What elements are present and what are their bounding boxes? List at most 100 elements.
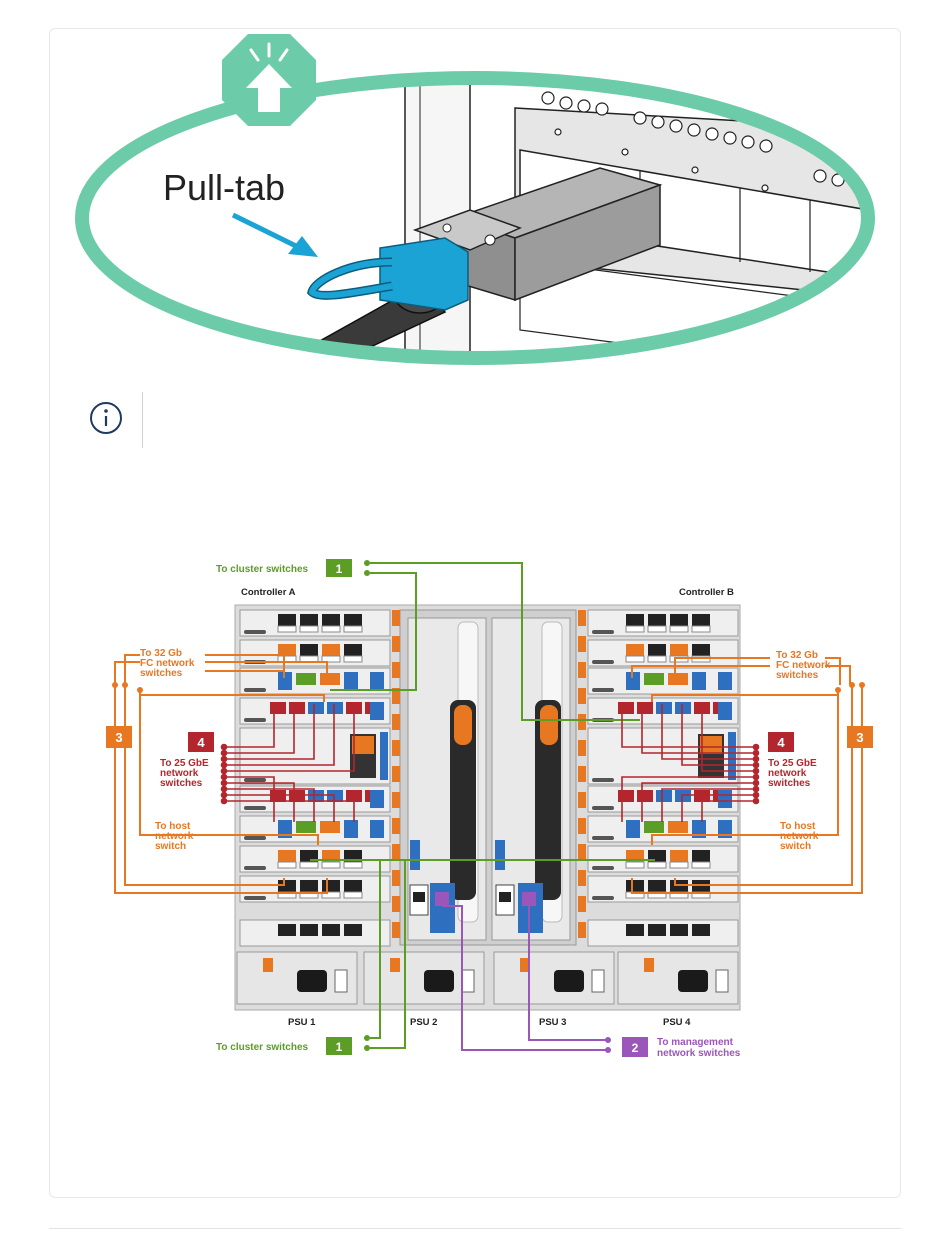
- psu-switch-2[interactable]: [461, 969, 475, 993]
- slot-tag-a-12: [392, 922, 400, 938]
- b-port-1-0: [626, 644, 644, 656]
- psu-inlet-2: [424, 970, 454, 992]
- b-port-label-0-1: [647, 625, 667, 633]
- red-left-cable-1: [224, 704, 295, 754]
- b-green-port-b-6: [668, 821, 688, 833]
- badge-4-left: [188, 732, 214, 752]
- a-port-1-1: [300, 644, 318, 656]
- a-bottom-port-3: [344, 924, 362, 936]
- slot-tag-b-5: [578, 740, 586, 756]
- psu-handle-2[interactable]: [390, 958, 400, 972]
- b-green-port-a-6: [644, 821, 664, 833]
- a-port-label-0-3: [343, 625, 363, 633]
- red-right-cable-5: [621, 776, 756, 822]
- a-port-label-8-3: [343, 891, 363, 899]
- b-port-label-0-2: [669, 625, 689, 633]
- content-card: [49, 28, 901, 1198]
- b-bottom-port-2: [670, 924, 688, 936]
- b-port-label-1-1: [647, 655, 667, 663]
- b-red-port-3-1: [637, 702, 653, 714]
- psu-switch-4[interactable]: [715, 969, 729, 993]
- psu-inlet-1: [297, 970, 327, 992]
- slot-tag-a-2: [392, 662, 400, 678]
- psu3-label: PSU 3: [539, 1017, 566, 1028]
- red-right-cable-7: [661, 788, 756, 822]
- b-blue-r-3: [718, 702, 732, 720]
- a-port-7-0: [278, 850, 296, 862]
- a-port-1-3: [344, 644, 362, 656]
- slot-tag-b-7: [578, 792, 586, 808]
- b-port-1-3: [692, 644, 710, 656]
- gbe-right-line3: switches: [768, 778, 811, 789]
- red-left-cable-2: [224, 704, 315, 760]
- a-io-latch-3: [244, 718, 266, 722]
- a-red-port-5-1: [289, 790, 305, 802]
- red-right-cable-1: [641, 704, 756, 754]
- b-dark-module-strip: [728, 732, 736, 780]
- footer-divider: [49, 1228, 901, 1229]
- a-red-port-3-1: [289, 702, 305, 714]
- a-port-label-7-0: [277, 861, 297, 869]
- badge-3-right-text: 3: [856, 730, 863, 745]
- psu2-label: PSU 2: [410, 1017, 437, 1028]
- a-blue-r-3: [370, 702, 384, 720]
- a-red-port-3-0: [270, 702, 286, 714]
- b-blue2-6: [692, 820, 706, 838]
- latch-handle-b[interactable]: [540, 705, 558, 745]
- a-port-0-2: [322, 614, 340, 626]
- gbe-left-line2: network: [160, 768, 199, 779]
- slot-tag-a-7: [392, 792, 400, 808]
- slot-tag-a-6: [392, 766, 400, 782]
- a-port-label-0-2: [321, 625, 341, 633]
- info-circle-icon: [90, 402, 122, 434]
- a-blue2-6: [344, 820, 358, 838]
- b-io-latch-2: [592, 688, 614, 692]
- badge-3-left-text: 3: [115, 730, 122, 745]
- mgmt-line2: network switches: [657, 1048, 741, 1059]
- a-blue-6: [278, 820, 292, 838]
- b-port-7-3: [692, 850, 710, 862]
- a-port-8-2: [322, 880, 340, 892]
- psu4-label: PSU 4: [663, 1017, 691, 1028]
- b-port-1-2: [670, 644, 688, 656]
- a-blue-2: [278, 672, 292, 690]
- b-io-latch-4: [592, 778, 614, 782]
- a-red-port-5-2: [308, 790, 324, 802]
- a-io-latch-2: [244, 688, 266, 692]
- a-green-port-b-2: [320, 673, 340, 685]
- psu-handle-3[interactable]: [520, 958, 530, 972]
- slot-tag-a-5: [392, 740, 400, 756]
- b-red-port-5-1: [637, 790, 653, 802]
- psu-handle-1[interactable]: [263, 958, 273, 972]
- cluster-switches-bottom-label: To cluster switches: [216, 1042, 309, 1053]
- fc-left-line3: switches: [140, 668, 183, 679]
- slot-tag-b-3: [578, 688, 586, 704]
- latch-handle-a[interactable]: [454, 705, 472, 745]
- b-red-port-5-3: [675, 790, 691, 802]
- psu-switch-1[interactable]: [334, 969, 348, 993]
- a-red-port-3-2: [308, 702, 324, 714]
- pull-tab-label: Pull-tab: [163, 167, 285, 208]
- red-left-cable-8: [224, 794, 335, 822]
- red-right-cable-9: [701, 800, 756, 822]
- badge-4-right-text: 4: [777, 735, 785, 750]
- b-io-latch-5: [592, 806, 614, 810]
- a-port-label-1-3: [343, 655, 363, 663]
- a-port-label-7-2: [321, 861, 341, 869]
- slot-tag-a-9: [392, 844, 400, 860]
- a-port-8-0: [278, 880, 296, 892]
- slot-tag-b-2: [578, 662, 586, 678]
- slot-tag-a-11: [392, 896, 400, 912]
- b-port-label-7-0: [625, 861, 645, 869]
- gbe-left-line1: To 25 GbE: [160, 758, 209, 769]
- a-bottom-port-2: [322, 924, 340, 936]
- psu-switch-3[interactable]: [591, 969, 605, 993]
- a-port-0-0: [278, 614, 296, 626]
- b-io-latch-7: [592, 866, 614, 870]
- b-bottom-port-0: [626, 924, 644, 936]
- psu-handle-4[interactable]: [644, 958, 654, 972]
- red-right-cable-2: [661, 704, 756, 760]
- b-port-0-1: [648, 614, 666, 626]
- a-port-1-0: [278, 644, 296, 656]
- note-divider: [142, 392, 143, 448]
